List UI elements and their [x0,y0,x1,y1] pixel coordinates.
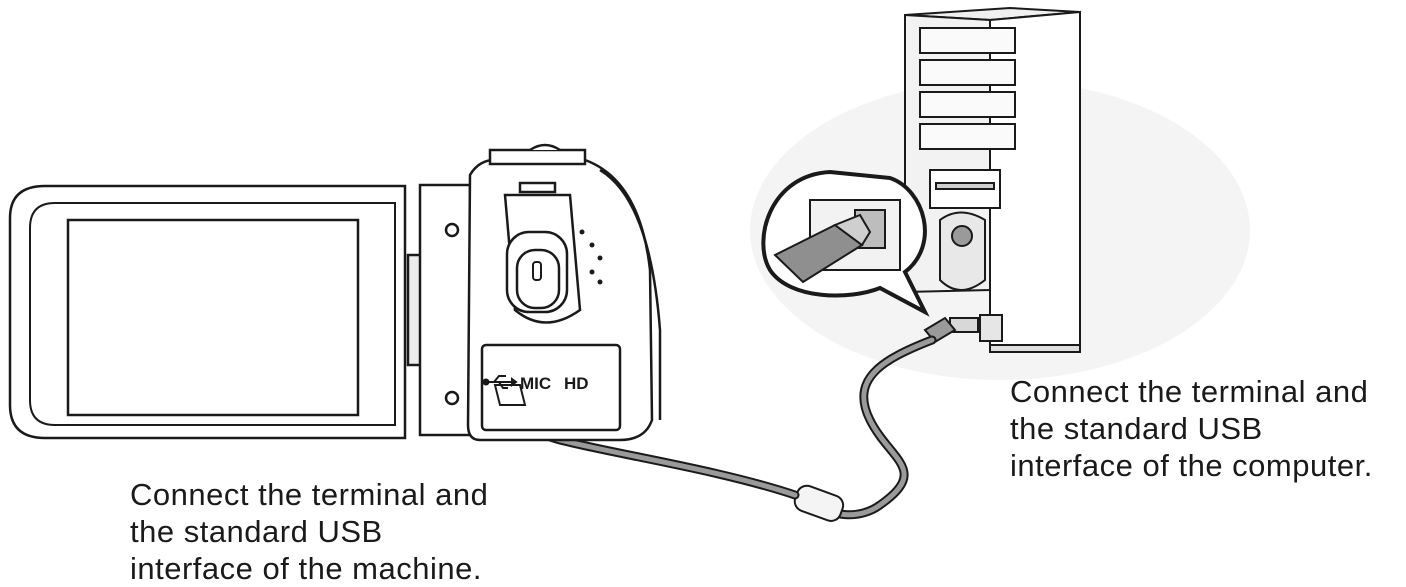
port-label-mic: MIC [520,374,551,393]
usb-plug-magnifier-icon [761,169,930,317]
caption-machine-line-2: the standard USB [130,514,383,549]
caption-computer-line-3: interface of the computer. [1010,448,1373,483]
caption-machine-line-1: Connect the terminal and [130,477,489,512]
camcorder-icon [8,143,662,442]
computer-tower-icon [750,6,1250,380]
caption-machine: Connect the terminal and the standard US… [130,476,488,587]
caption-computer: Connect the terminal and the standard US… [1010,373,1373,484]
port-label-hd: HD [564,374,589,393]
caption-machine-line-3: interface of the machine. [130,551,482,586]
caption-computer-line-1: Connect the terminal and [1010,374,1369,409]
usb-symbol-icon [482,375,518,389]
lcd-screen [66,218,360,417]
caption-computer-line-2: the standard USB [1010,411,1263,446]
